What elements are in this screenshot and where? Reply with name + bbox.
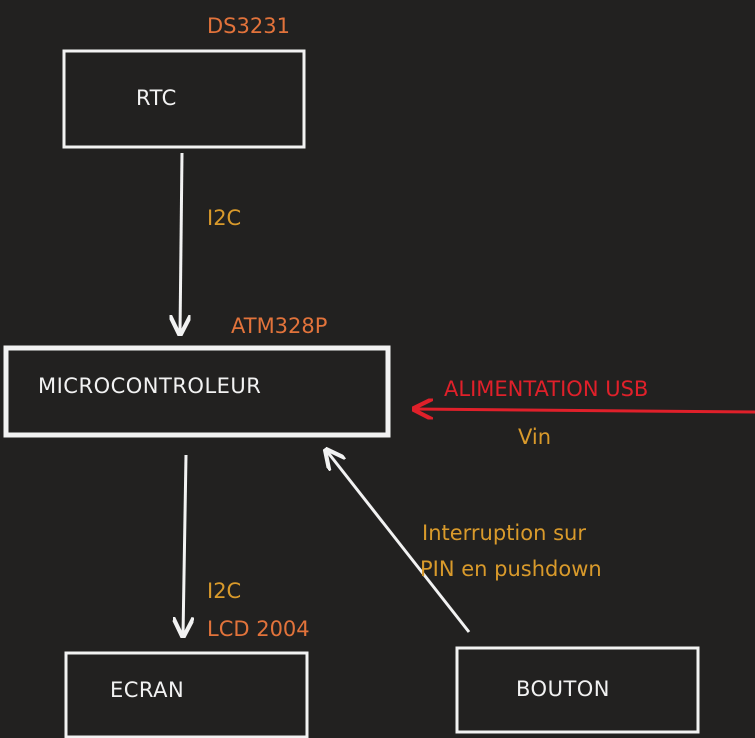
- ecran-box: [64, 651, 309, 738]
- mcu-chip-label: ATM328P: [231, 314, 327, 338]
- power-sublabel: Vin: [518, 425, 551, 449]
- power-label: ALIMENTATION USB: [444, 377, 648, 401]
- rtc-node: RTC DS3231: [62, 14, 306, 149]
- bouton-label: BOUTON: [516, 677, 610, 701]
- bouton-to-mcu-edge: Interruption sur PIN en pushdown: [326, 450, 602, 633]
- mcu-to-ecran-arrow: [183, 454, 186, 636]
- bouton-to-mcu-label-line2: PIN en pushdown: [420, 557, 602, 581]
- power-arrow: [414, 409, 755, 412]
- ecran-chip-label: LCD 2004: [207, 617, 310, 641]
- bouton-node: BOUTON: [455, 646, 700, 734]
- rtc-label: RTC: [136, 86, 177, 110]
- rtc-box: [62, 49, 306, 149]
- bouton-to-mcu-label-line1: Interruption sur: [422, 521, 586, 545]
- mcu-box: [3, 345, 391, 438]
- bouton-to-mcu-arrow: [326, 450, 471, 633]
- mcu-to-ecran-label: I2C: [207, 579, 241, 603]
- rtc-to-mcu-edge: I2C: [180, 152, 241, 334]
- rtc-to-mcu-arrow: [180, 152, 182, 334]
- rtc-to-mcu-label: I2C: [207, 206, 241, 230]
- mcu-to-ecran-edge: I2C: [183, 454, 241, 636]
- ecran-label: ECRAN: [110, 678, 184, 702]
- ecran-node: ECRAN LCD 2004: [64, 617, 310, 738]
- mcu-node: MICROCONTROLEUR ATM328P: [3, 314, 391, 438]
- mcu-label: MICROCONTROLEUR: [38, 374, 261, 398]
- power-edge: ALIMENTATION USB Vin: [414, 377, 755, 449]
- rtc-chip-label: DS3231: [207, 14, 290, 38]
- bouton-box: [455, 646, 700, 734]
